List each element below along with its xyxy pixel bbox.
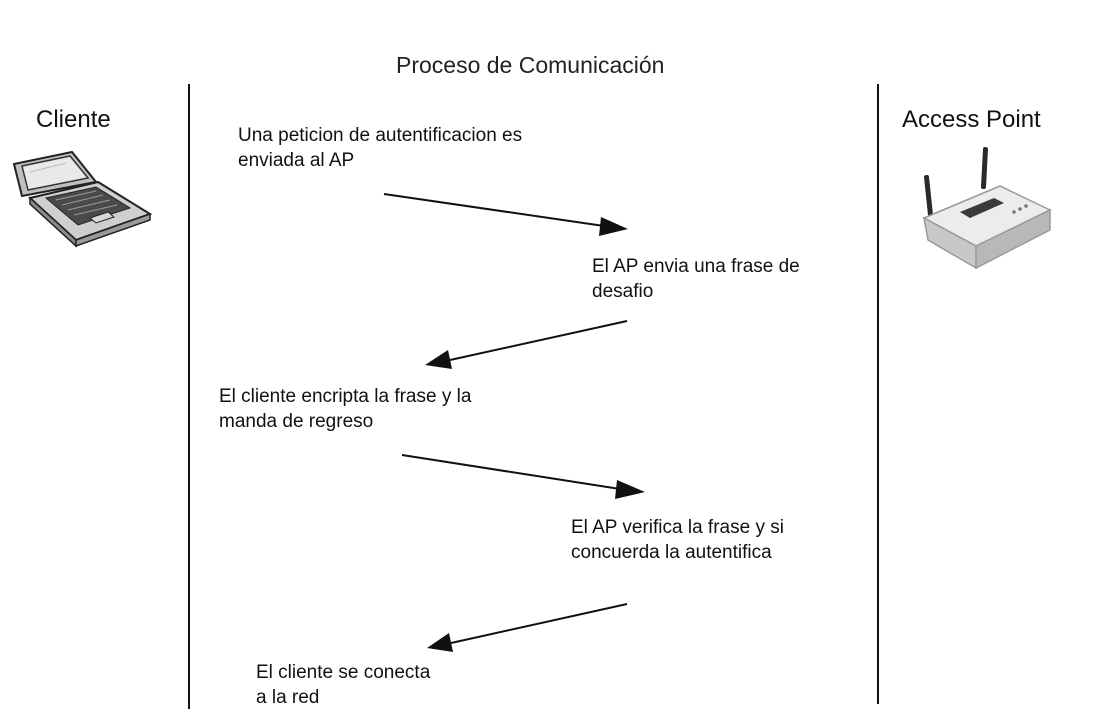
arrow-step-4 — [427, 603, 628, 652]
arrow-step-3 — [401, 454, 645, 499]
client-lifeline — [188, 84, 190, 709]
access-point-label: Access Point — [902, 106, 1041, 133]
client-label: Cliente — [36, 106, 111, 133]
step-3-text: El cliente encripta la frase y la manda … — [219, 386, 472, 432]
step-2-text: El AP envia una frase de desafio — [592, 256, 800, 302]
step-4-text: El AP verifica la frase y si concuerda l… — [571, 517, 784, 563]
step-1-text: Una peticion de autentificacion es envia… — [238, 125, 523, 171]
laptop-icon — [12, 150, 153, 248]
arrow-step-2 — [425, 320, 628, 369]
access-point-lifeline — [877, 84, 879, 704]
diagram-title: Proceso de Comunicación — [396, 52, 665, 78]
step-5-text: El cliente se conecta a la red — [256, 662, 431, 708]
wireless-router-icon — [922, 147, 1052, 270]
arrow-step-1 — [383, 193, 628, 236]
